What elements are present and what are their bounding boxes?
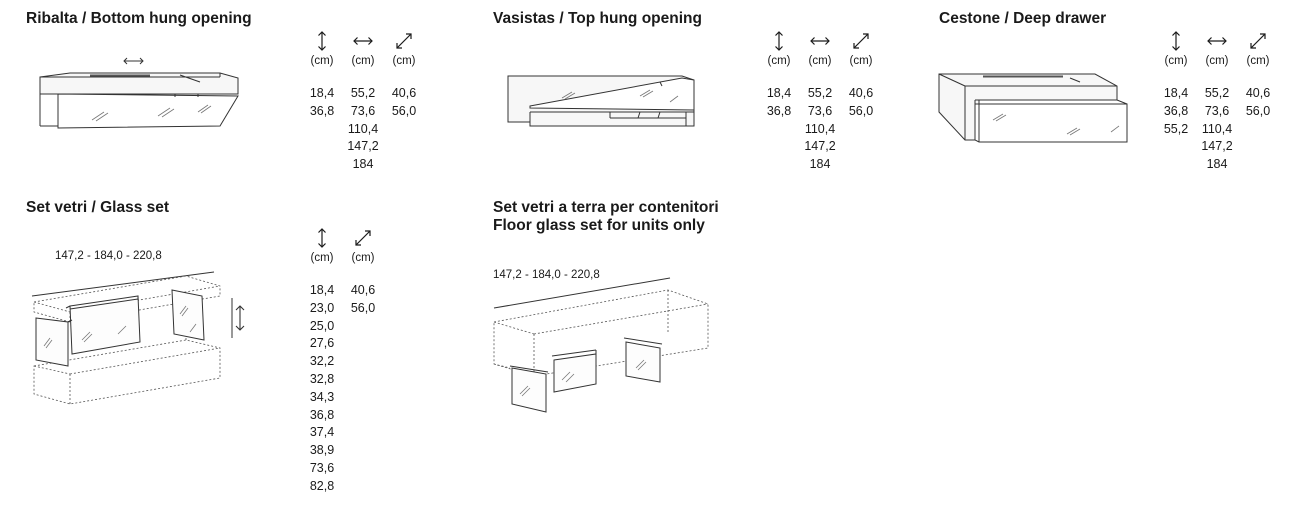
vertical-double-arrow-icon <box>1156 30 1196 52</box>
height-value: 36,8 <box>309 407 335 422</box>
depth-value: 40,6 <box>391 86 417 100</box>
height-value: 32,8 <box>309 371 335 386</box>
horizontal-double-arrow-icon <box>800 30 840 52</box>
vasistas-drawing <box>500 70 700 132</box>
unit-label: (cm) <box>351 55 375 67</box>
depth-column: (cm) 40,6 56,0 <box>343 227 383 318</box>
vertical-double-arrow-icon <box>302 30 342 52</box>
width-column: (cm) 55,2 73,6 110,4 147,2 184 <box>1197 30 1237 174</box>
section-title: Cestone / Deep drawer <box>939 10 1107 27</box>
width-value: 110,4 <box>347 121 379 136</box>
unit-label: (cm) <box>310 55 334 67</box>
depth-value: 40,6 <box>1245 86 1271 100</box>
ribalta-drawing <box>30 50 245 135</box>
width-value: 147,2 <box>347 139 379 154</box>
height-value: 18,4 <box>766 86 792 100</box>
dimension-label: 147,2 - 184,0 - 220,8 <box>493 269 600 281</box>
width-value: 110,4 <box>1201 121 1233 136</box>
height-column: (cm) 18,4 36,8 <box>302 30 342 121</box>
depth-value: 40,6 <box>350 283 376 297</box>
diagonal-double-arrow-icon <box>1238 30 1278 52</box>
unit-label: (cm) <box>767 55 791 67</box>
height-column: (cm) 18,4 23,0 25,0 27,6 32,2 32,8 34,3 … <box>302 227 342 496</box>
height-value: 36,8 <box>1163 103 1189 118</box>
width-value: 147,2 <box>804 139 836 154</box>
unit-label: (cm) <box>310 252 334 264</box>
height-value: 18,4 <box>1163 86 1189 100</box>
glass-set-drawing <box>26 266 256 416</box>
unit-label: (cm) <box>1205 55 1229 67</box>
floor-glass-set-drawing <box>488 276 718 416</box>
vertical-double-arrow-icon <box>302 227 342 249</box>
width-column: (cm) 55,2 73,6 110,4 147,2 184 <box>800 30 840 174</box>
unit-label: (cm) <box>1246 55 1270 67</box>
unit-label: (cm) <box>1164 55 1188 67</box>
height-value: 25,0 <box>309 318 335 333</box>
section-subtitle: Floor glass set for units only <box>493 217 705 234</box>
height-value: 73,6 <box>309 460 335 475</box>
width-value: 110,4 <box>804 121 836 136</box>
section-title: Ribalta / Bottom hung opening <box>26 10 252 27</box>
height-value: 27,6 <box>309 336 335 351</box>
height-value: 38,9 <box>309 443 335 458</box>
width-value: 184 <box>352 157 374 172</box>
vertical-double-arrow-icon <box>759 30 799 52</box>
height-value: 36,8 <box>766 103 792 118</box>
horizontal-double-arrow-icon <box>1197 30 1237 52</box>
depth-value: 56,0 <box>391 103 417 118</box>
diagonal-double-arrow-icon <box>841 30 881 52</box>
width-value: 184 <box>809 157 831 172</box>
height-column: (cm) 18,4 36,8 <box>759 30 799 121</box>
height-value: 23,0 <box>309 300 335 315</box>
unit-label: (cm) <box>849 55 873 67</box>
dimension-label: 147,2 - 184,0 - 220,8 <box>55 250 162 262</box>
width-value: 55,2 <box>1204 86 1230 100</box>
unit-label: (cm) <box>808 55 832 67</box>
diagonal-double-arrow-icon <box>384 30 424 52</box>
width-value: 147,2 <box>1201 139 1233 154</box>
depth-value: 40,6 <box>848 86 874 100</box>
section-title: Set vetri / Glass set <box>26 199 170 216</box>
height-value: 37,4 <box>309 425 335 440</box>
horizontal-double-arrow-icon <box>343 30 383 52</box>
section-title: Vasistas / Top hung opening <box>493 10 702 27</box>
width-value: 55,2 <box>350 86 376 100</box>
height-column: (cm) 18,4 36,8 55,2 <box>1156 30 1196 138</box>
height-value: 18,4 <box>309 283 335 297</box>
width-column: (cm) 55,2 73,6 110,4 147,2 184 <box>343 30 383 174</box>
depth-value: 56,0 <box>1245 103 1271 118</box>
height-value: 36,8 <box>309 103 335 118</box>
width-value: 55,2 <box>807 86 833 100</box>
unit-label: (cm) <box>392 55 416 67</box>
cestone-drawing <box>935 70 1135 150</box>
width-value: 184 <box>1206 157 1228 172</box>
height-value: 82,8 <box>309 478 335 493</box>
height-value: 18,4 <box>309 86 335 100</box>
width-value: 73,6 <box>807 103 833 118</box>
depth-column: (cm) 40,6 56,0 <box>841 30 881 121</box>
width-value: 73,6 <box>1204 103 1230 118</box>
width-value: 73,6 <box>350 103 376 118</box>
diagonal-double-arrow-icon <box>343 227 383 249</box>
depth-column: (cm) 40,6 56,0 <box>1238 30 1278 121</box>
section-title: Set vetri a terra per contenitori <box>493 199 719 216</box>
height-value: 32,2 <box>309 354 335 369</box>
height-value: 34,3 <box>309 389 335 404</box>
unit-label: (cm) <box>351 252 375 264</box>
depth-value: 56,0 <box>848 103 874 118</box>
depth-value: 56,0 <box>350 300 376 315</box>
depth-column: (cm) 40,6 56,0 <box>384 30 424 121</box>
height-value: 55,2 <box>1163 121 1189 136</box>
